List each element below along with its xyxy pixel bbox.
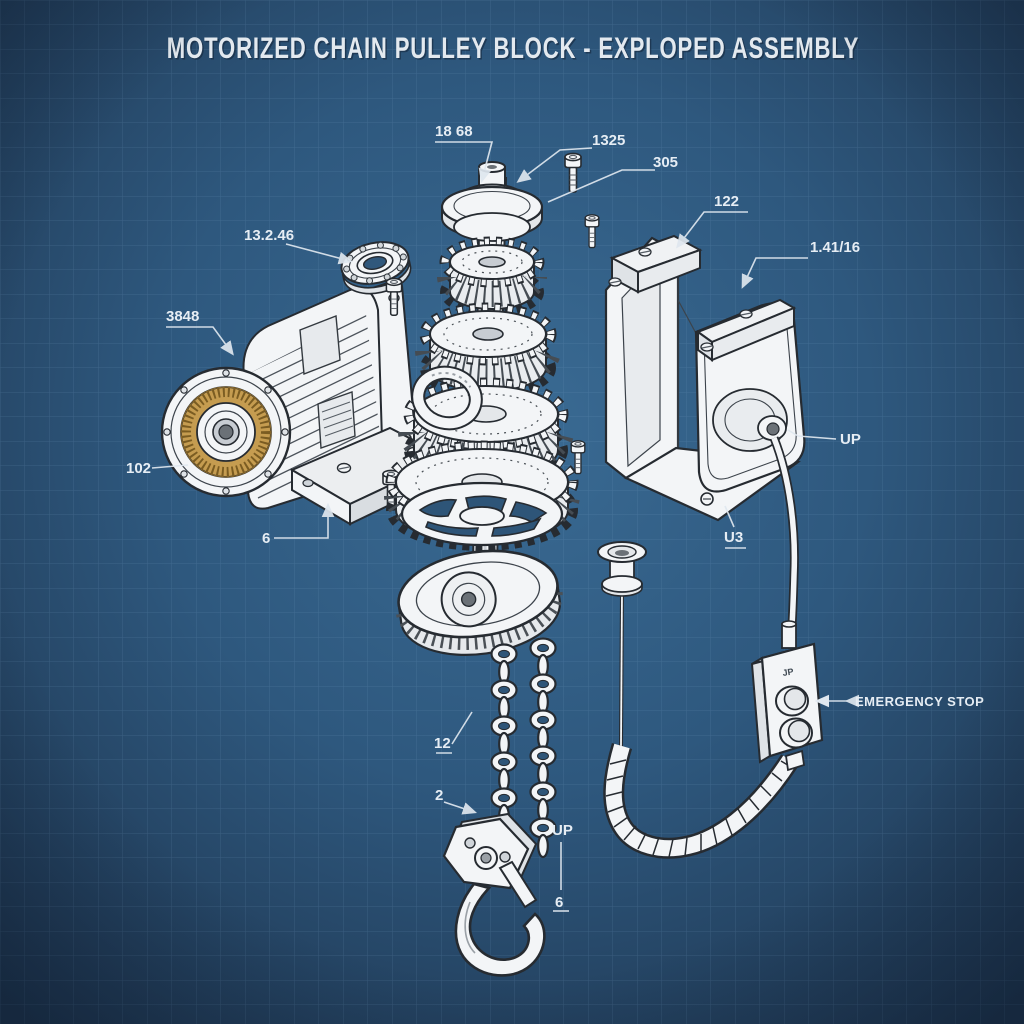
callout-motor: 3848 (166, 308, 199, 325)
page-title: MOTORIZED CHAIN PULLEY BLOCK - EXPLOPED … (167, 31, 859, 65)
spoked-wheel (400, 481, 564, 547)
callout-housing-left: 122 (714, 193, 739, 210)
callout-emergency-stop: EMERGENCY STOP (855, 694, 984, 709)
callout-hook-direction: UP (552, 822, 573, 839)
callout-cable-gland: UP (840, 431, 861, 448)
callout-top-bolt: 305 (653, 154, 678, 171)
pendant-button-down (779, 717, 813, 749)
motor-front-face (160, 366, 292, 498)
callout-housing-rail: 1.41/16 (810, 239, 860, 256)
callout-shaft-upper: 1325 (592, 132, 625, 149)
callout-hook-num: 6 (555, 894, 563, 911)
callout-chain-upper: 12 (434, 735, 451, 752)
callout-chain-lower: 2 (435, 787, 443, 804)
callout-bearing: 13.2.46 (244, 227, 294, 244)
callout-motor-base: 6 (262, 530, 270, 547)
callout-motor-face: 102 (126, 460, 151, 477)
gear-small (437, 236, 547, 317)
callout-housing-corner: U3 (724, 529, 743, 546)
pendant-button-up (775, 685, 809, 717)
gear-medium (415, 302, 561, 399)
callout-pulley-top: 18 68 (435, 123, 473, 140)
pendant-marking-text: JP (782, 666, 794, 678)
